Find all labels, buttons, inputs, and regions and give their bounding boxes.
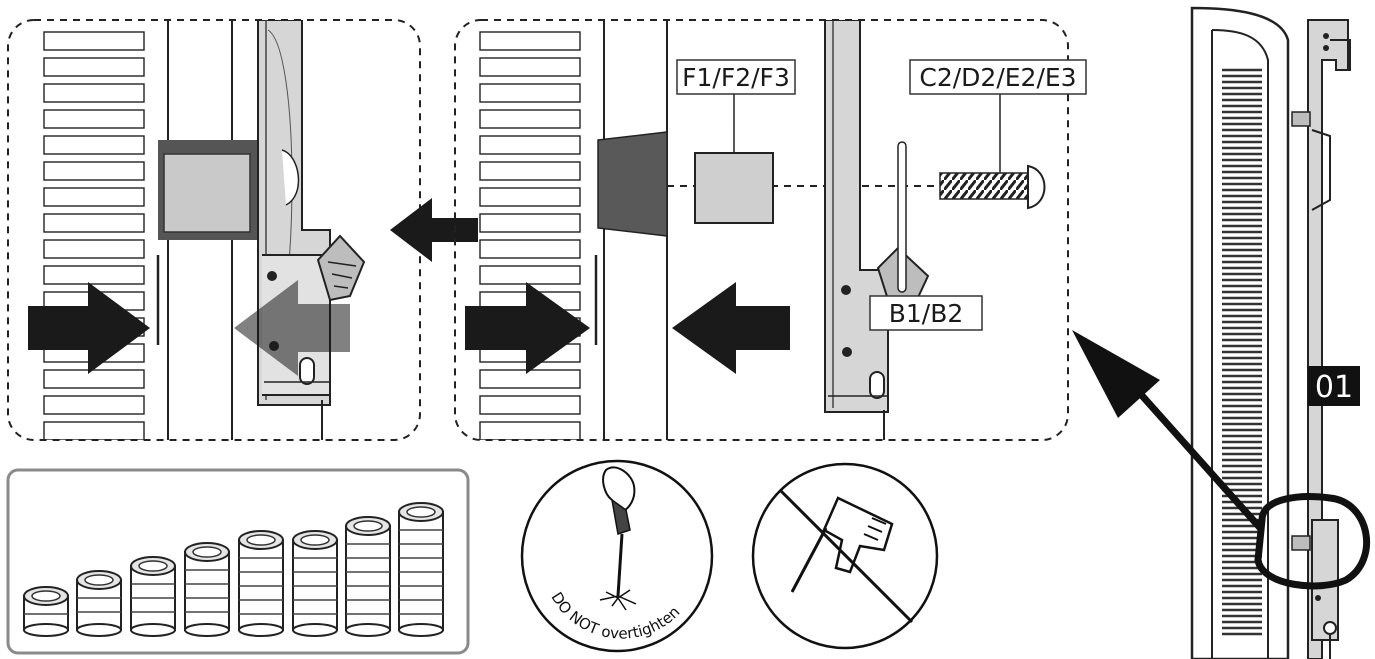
vent-slat [479,83,581,103]
detail-panel-assembled [7,19,421,441]
spacer-size [345,516,391,637]
vent-slat [43,369,145,389]
vent-slats-middle [479,31,581,440]
mounting-bracket-left [257,20,366,440]
display-side-view: 01 [1190,6,1371,659]
step-number-badge: 01 [1308,366,1360,406]
washer-part [897,141,907,293]
vent-slat [43,187,145,207]
vent-slat [43,213,145,233]
vent-slat [43,161,145,181]
vent-slat [43,83,145,103]
spacer-size [292,530,338,637]
svg-text:01: 01 [1315,370,1353,405]
spacer-sizes-box [6,468,470,655]
prohibited-icon [778,488,914,624]
screwdriver-warning: DO NOT overtighten [520,459,714,653]
vent-slat [479,109,581,129]
svg-text:C2/D2/E2/E3: C2/D2/E2/E3 [919,63,1076,92]
vent-slat [479,187,581,207]
vent-slat [43,109,145,129]
svg-text:B1/B2: B1/B2 [889,299,964,328]
vent-slat [43,395,145,415]
vent-slat [43,31,145,51]
vent-slat [479,57,581,77]
arrow-icon [672,282,790,374]
no-power-drill-warning [751,462,939,650]
vent-slat [479,161,581,181]
spacer-part [694,152,774,224]
vent-slat [43,135,145,155]
vent-slat [43,421,145,440]
screw-part [939,164,1046,210]
wall-insert [597,131,668,237]
spacer-assembled [158,140,258,240]
spacer-size [23,586,69,637]
vent-slat [479,239,581,259]
spacer-set [23,502,444,637]
vent-slat [479,395,581,415]
detail-panel-exploded: F1/F2/F3 C2/D2/E2/E3 B1/B2 [454,19,1087,441]
spacer-size [76,570,122,637]
label-screw: C2/D2/E2/E3 [909,59,1087,95]
spacer-size [398,502,444,637]
spacer-size [238,530,284,637]
spacer-size [184,542,230,637]
screwdriver-icon [599,466,637,611]
vent-slat [479,135,581,155]
arrow-icon [234,280,350,376]
svg-text:F1/F2/F3: F1/F2/F3 [682,63,790,92]
arrow-icon [465,282,590,374]
label-spacer: F1/F2/F3 [676,59,796,95]
vent-slat [43,57,145,77]
spacer-size [130,556,176,637]
vent-slat [479,421,581,440]
arrow-icon [28,282,150,374]
vent-slat [479,31,581,51]
vent-slat [479,369,581,389]
vent-slat [479,265,581,285]
arrow-icon [1072,330,1265,533]
label-washer: B1/B2 [869,295,983,331]
vent-slats-left [43,31,145,440]
vent-slat [43,239,145,259]
vent-slat [479,213,581,233]
vent-slat [43,265,145,285]
power-drill-icon [790,496,894,593]
arrow-icon [390,198,478,262]
